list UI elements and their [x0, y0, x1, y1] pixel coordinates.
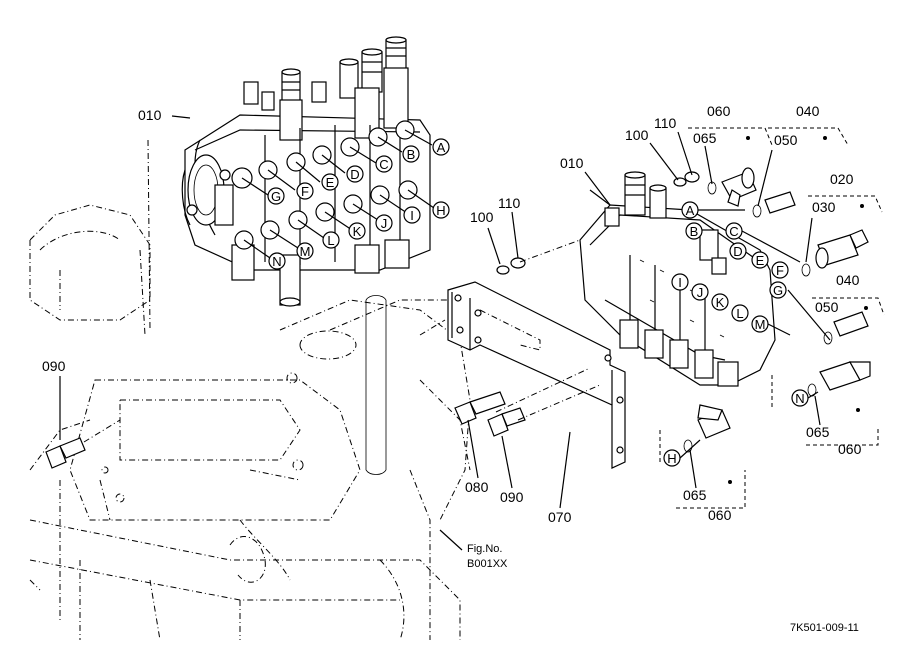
fig-ref-line1: Fig.No. [467, 543, 502, 555]
leader-010-right [584, 171, 611, 206]
tractor-body-outline [29, 139, 521, 641]
control-valve-assembly-right [579, 171, 776, 387]
leader-010-left [171, 115, 191, 119]
port-label-n-left: N [272, 254, 281, 269]
port-label-n-right: N [795, 391, 804, 406]
port-label-j-right: J [697, 285, 704, 300]
part-number-090-left: 090 [42, 358, 66, 374]
port-label-l-right: L [736, 306, 743, 321]
port-label-l-left: L [327, 233, 334, 248]
part-number-100-top: 100 [625, 127, 649, 143]
left-valve-leaders [241, 129, 435, 259]
port-label-g-right: G [773, 283, 783, 298]
part-number-060-bottom: 060 [708, 507, 732, 523]
leader-080 [467, 419, 479, 479]
right-leaders [589, 189, 831, 459]
port-label-d-left: D [350, 167, 359, 182]
port-label-j-left: J [381, 216, 388, 231]
axis-line-090 [517, 384, 601, 421]
part-number-040-top: 040 [796, 103, 820, 119]
port-label-m-right: M [755, 317, 766, 332]
part-number-020: 020 [830, 171, 854, 187]
part-number-065-right: 065 [806, 424, 830, 440]
axis-line-080 [495, 367, 591, 413]
bolts [45, 391, 526, 469]
port-label-c-left: C [379, 157, 388, 172]
port-label-d-right: D [733, 244, 742, 259]
part-number-065-top: 065 [693, 130, 717, 146]
part-number-070: 070 [548, 509, 572, 525]
drawing-code: 7K501-009-11 [790, 622, 859, 634]
port-label-h-right: H [667, 451, 676, 466]
part-number-100-left: 100 [470, 209, 494, 225]
part-number-010-right: 010 [560, 155, 584, 171]
port-label-f-left: F [301, 184, 309, 199]
port-label-k-right: K [716, 295, 725, 310]
port-label-e-right: E [756, 253, 765, 268]
port-label-e-left: E [326, 175, 335, 190]
mounting-bracket-070 [447, 281, 626, 469]
fittings-top [683, 167, 871, 453]
fig-ref-line2: B001XX [467, 558, 508, 570]
nuts-washers [496, 171, 700, 275]
port-label-h-left: H [436, 203, 445, 218]
part-number-060-top: 060 [707, 103, 731, 119]
control-valve-assembly-left [181, 36, 435, 307]
port-label-b-right: B [690, 224, 699, 239]
port-label-a-left: A [437, 140, 446, 155]
right-port-labels: A B C D E F G I J K L M N H [663, 201, 809, 467]
fig-ref-leader [439, 529, 463, 551]
part-number-060-right: 060 [838, 441, 862, 457]
part-number-040-mid: 040 [836, 272, 860, 288]
part-number-050-top: 050 [774, 132, 798, 148]
part-number-080: 080 [465, 479, 489, 495]
port-label-g-left: G [271, 189, 281, 204]
port-label-f-right: F [776, 263, 784, 278]
port-label-b-left: B [407, 147, 416, 162]
leader-090-bottom [501, 435, 513, 489]
axis-line-090-left [83, 419, 121, 443]
port-label-i-left: I [410, 208, 414, 223]
part-number-030: 030 [812, 199, 836, 215]
part-number-110-left: 110 [498, 195, 521, 211]
port-label-a-right: A [686, 203, 695, 218]
left-port-labels: A B C D E F G H I J K L M N [267, 138, 450, 270]
part-number-010-left: 010 [138, 107, 162, 123]
port-label-m-left: M [300, 244, 311, 259]
part-number-090-bottom: 090 [500, 489, 524, 505]
port-label-i-right: I [678, 275, 682, 290]
port-label-c-right: C [729, 224, 738, 239]
part-number-050-mid: 050 [815, 299, 839, 315]
port-label-k-left: K [353, 224, 362, 239]
part-number-110-top: 110 [654, 115, 677, 131]
leader-070 [559, 431, 571, 509]
part-number-065-bottom: 065 [683, 487, 707, 503]
